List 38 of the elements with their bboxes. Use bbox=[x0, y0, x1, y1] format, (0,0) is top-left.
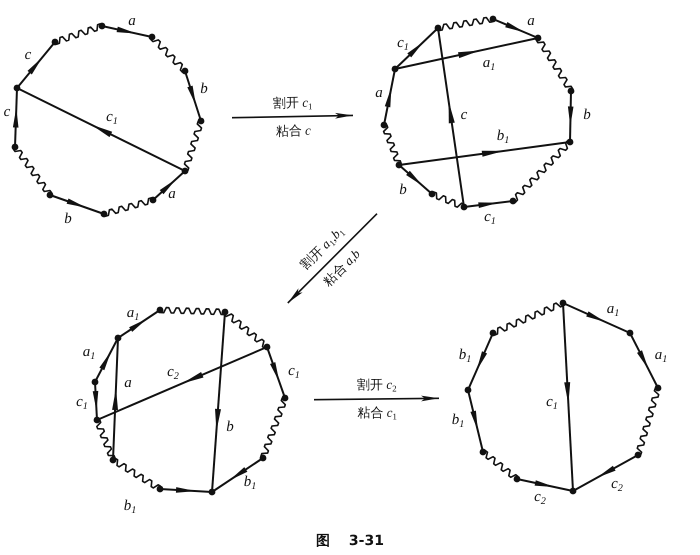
arrow bbox=[287, 213, 378, 304]
edge-label: 割开 c$_{1}$ 粘合 c bbox=[271, 93, 314, 140]
side-label: c bbox=[460, 107, 468, 123]
side-label: c$_{1}$ bbox=[288, 363, 300, 379]
side-label: c$_{2}$ bbox=[534, 489, 546, 505]
edge-label: 割开 c$_{2}$ 粘合 c$_{1}$ bbox=[356, 376, 398, 424]
side-label: a bbox=[128, 13, 136, 29]
side-label: c$_{2}$ bbox=[167, 364, 179, 380]
side-label: b bbox=[399, 182, 407, 198]
side-label: c$_{1}$ bbox=[484, 209, 496, 225]
figure-caption: 图 3-31 bbox=[316, 533, 384, 549]
arrow bbox=[314, 396, 439, 402]
side-label: c$_{1}$ bbox=[76, 394, 88, 410]
side-label: b$_{1}$ bbox=[124, 498, 136, 514]
side-label: c$_{1}$ bbox=[106, 109, 118, 125]
side-label: a$_{1}$ bbox=[126, 305, 140, 321]
side-label: b$_{1}$ bbox=[452, 412, 464, 428]
side-label: a bbox=[375, 85, 383, 101]
side-label: c bbox=[24, 47, 32, 63]
side-label: c$_{2}$ bbox=[611, 476, 623, 492]
side-label: b bbox=[64, 211, 72, 227]
side-label: a$_{1}$ bbox=[482, 55, 496, 71]
side-label: a bbox=[124, 375, 132, 391]
side-label: c$_{1}$ bbox=[546, 394, 558, 410]
side-label: b bbox=[200, 81, 208, 97]
side-label: b$_{1}$ bbox=[496, 128, 510, 144]
side-label: c$_{1}$ bbox=[397, 35, 409, 51]
side-label: b bbox=[226, 419, 234, 435]
side-label: a bbox=[168, 186, 176, 202]
side-label: a bbox=[527, 13, 535, 29]
side-label: b$_{1}$ bbox=[458, 347, 472, 363]
side-label: b$_{1}$ bbox=[244, 474, 256, 490]
arrow bbox=[232, 112, 354, 119]
side-label: c bbox=[4, 104, 10, 120]
side-label: a$_{1}$ bbox=[606, 301, 620, 317]
side-label: b bbox=[583, 107, 591, 123]
side-label: a$_{1}$ bbox=[82, 344, 96, 360]
side-label: a$_{1}$ bbox=[654, 347, 668, 363]
